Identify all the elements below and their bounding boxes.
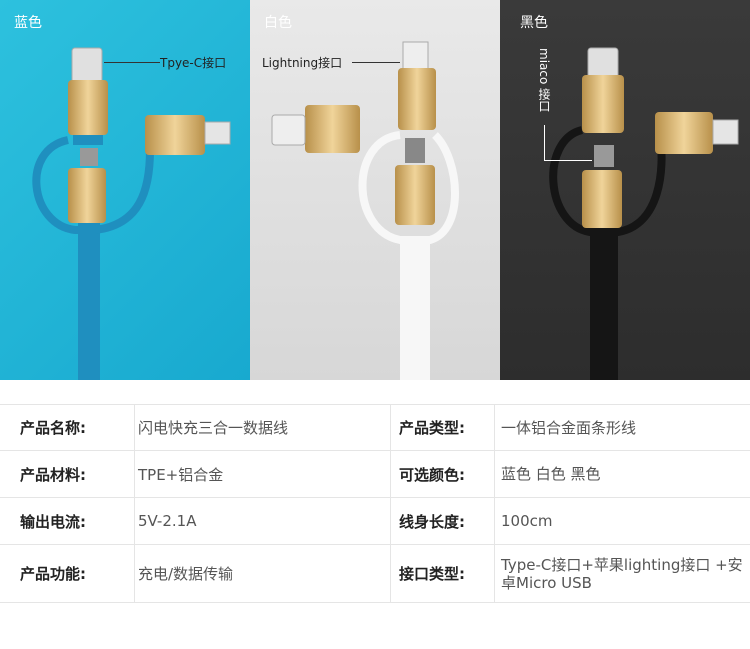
black-variant-panel: 黑色 miaco 接口: [500, 0, 750, 380]
spec-row: 产品材料: TPE+铝合金 可选颜色: 蓝色 白色 黑色: [0, 451, 750, 498]
spec-value: Type-C接口+苹果lighting接口 +安卓Micro USB: [501, 555, 743, 592]
spec-value: 闪电快充三合一数据线: [138, 419, 289, 437]
callout-line: [544, 125, 545, 160]
spec-value: 100cm: [501, 512, 553, 530]
callout-lightning: Lightning接口: [262, 56, 343, 70]
spec-key: 线身长度:: [390, 498, 495, 544]
spec-key: 产品材料:: [0, 451, 135, 497]
spec-row: 产品功能: 充电/数据传输 接口类型: Type-C接口+苹果lighting接…: [0, 545, 750, 603]
spec-key: 产品名称:: [0, 405, 135, 450]
spec-key: 输出电流:: [0, 498, 135, 544]
callout-line: [104, 62, 160, 63]
spec-key: 可选颜色:: [390, 451, 495, 497]
spec-row: 产品名称: 闪电快充三合一数据线 产品类型: 一体铝合金面条形线: [0, 404, 750, 451]
blue-cable-illustration: [32, 47, 231, 380]
blue-variant-panel: 蓝色 Tpye-C接口: [0, 0, 250, 380]
spec-value: 一体铝合金面条形线: [501, 418, 637, 437]
spec-value: 充电/数据传输: [138, 565, 234, 583]
color-label-blue: 蓝色: [14, 15, 42, 31]
spec-table: 产品名称: 闪电快充三合一数据线 产品类型: 一体铝合金面条形线 产品材料: T…: [0, 404, 750, 649]
product-color-panels: 蓝色 Tpye-C接口 白色: [0, 0, 750, 380]
callout-type-c: Tpye-C接口: [160, 56, 227, 70]
spec-value: TPE+铝合金: [138, 465, 224, 484]
white-cable-illustration: [271, 41, 459, 380]
spec-key: 接口类型:: [390, 545, 495, 602]
spec-key: 产品功能:: [0, 545, 135, 602]
callout-line: [544, 160, 592, 161]
callout-micro: miaco 接口: [537, 48, 551, 113]
callout-line: [352, 62, 400, 63]
color-label-black: 黑色: [520, 15, 548, 31]
color-label-white: 白色: [264, 15, 292, 31]
black-cable-illustration: [549, 47, 739, 380]
spec-row: 输出电流: 5V-2.1A 线身长度: 100cm: [0, 498, 750, 545]
spec-value: 5V-2.1A: [138, 512, 197, 530]
spec-key: 产品类型:: [390, 405, 495, 450]
white-variant-panel: 白色 Lightning接口: [250, 0, 500, 380]
spec-value: 蓝色 白色 黑色: [501, 465, 601, 483]
